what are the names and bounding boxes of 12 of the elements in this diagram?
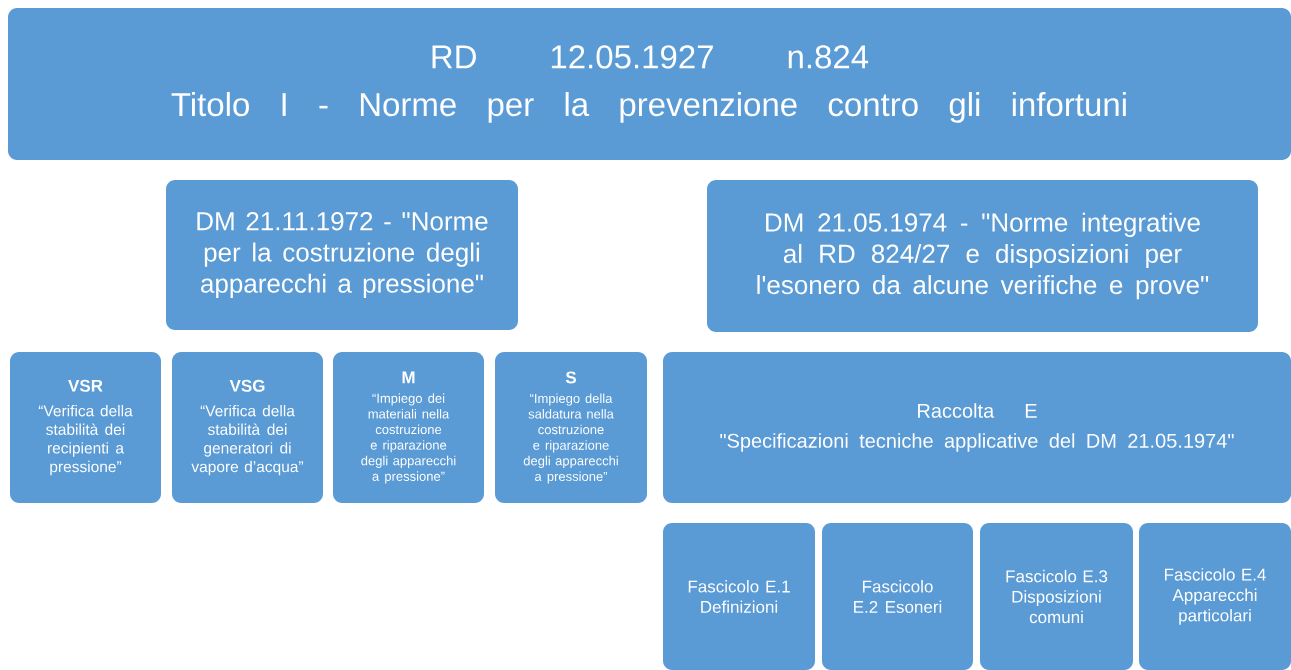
standard-box: DM 21.11.1972 - "Norme per la costruzione degli apparecchi a pressione" [166, 180, 518, 330]
booklet-box: Fascicolo E.4 Apparecchi particolari [1139, 523, 1291, 670]
heading-box: RD 12.05.1927 n.824 Titolo I - Norme per la prevenzione contro gli infortuni [8, 8, 1291, 160]
standard-box: M “Impiego dei materiali nella costruzione e riparazione degli apparecchi a pressione” [333, 352, 484, 503]
collection-box: Raccolta E "Specificazioni tecniche applicative del DM 21.05.1974" [663, 352, 1291, 503]
booklet-box: Fascicolo E.1 Definizioni [663, 523, 815, 670]
standard-box: VSR “Verifica della stabilità dei recipienti a pressione” [10, 352, 161, 503]
booklet-box: Fascicolo E.2 Esoneri [822, 523, 973, 670]
standard-box: S “Impiego della saldatura nella costruzione e riparazione degli apparecchi a pressione” [495, 352, 647, 503]
booklet-box: Fascicolo E.3 Disposizioni comuni [980, 523, 1133, 670]
standard-box: DM 21.05.1974 - "Norme integrative al RD 824/27 e disposizioni per l'esonero da alcune verifiche e prove" [707, 180, 1258, 332]
standard-box: VSG “Verifica della stabilità dei generatori di vapore d’acqua” [172, 352, 323, 503]
